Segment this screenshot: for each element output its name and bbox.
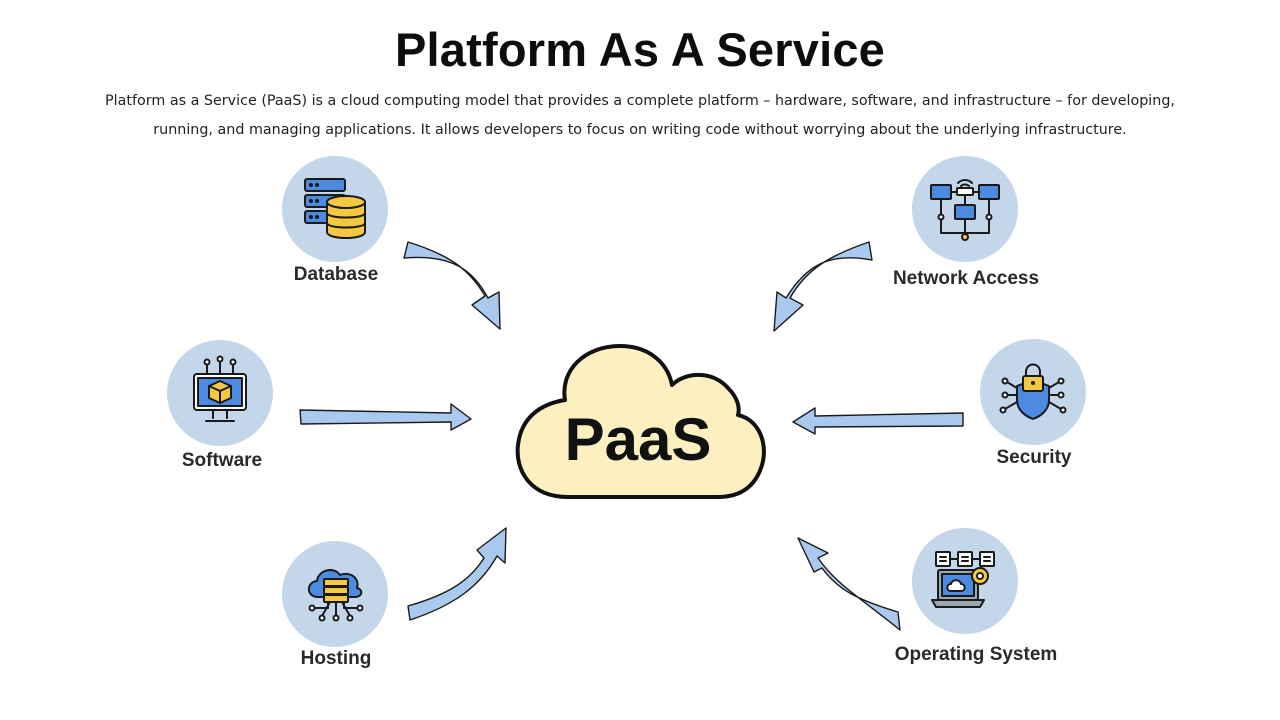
os-arrow (797, 537, 901, 631)
security-node: Security (980, 339, 1086, 468)
hosting-label: Hosting (301, 648, 372, 669)
database-arrow (403, 241, 501, 330)
security-label: Security (997, 447, 1072, 468)
network-label: Network Access (893, 268, 1039, 289)
page-description: Platform as a Service (PaaS) is a cloud … (80, 87, 1200, 145)
network-node: Network Access (893, 156, 1039, 289)
cloud-shape (515, 344, 766, 499)
hosting-arrow (407, 527, 507, 621)
database-server-icon (304, 178, 366, 239)
paas-cloud-label: PaaS (565, 406, 712, 473)
cloud-server-icon (307, 569, 364, 622)
paas-cloud: PaaS (515, 344, 766, 499)
security-arrow (792, 407, 964, 435)
os-node: Operating System (895, 528, 1058, 665)
software-label: Software (182, 450, 262, 471)
database-label: Database (294, 264, 379, 285)
description-line-1: Platform as a Service (PaaS) is a cloud … (105, 93, 1175, 109)
shield-lock-icon (999, 363, 1067, 420)
description-line-2: running, and managing applications. It a… (153, 122, 1127, 138)
database-node: Database (282, 156, 388, 285)
monitor-cube-icon (193, 355, 247, 422)
laptop-gear-icon (931, 551, 995, 608)
network-arrow (773, 241, 873, 332)
hosting-node: Hosting (282, 541, 388, 669)
network-computers-icon (930, 179, 1000, 241)
software-node: Software (167, 340, 273, 471)
software-arrow (299, 403, 472, 431)
page-title: Platform As A Service (394, 23, 886, 76)
os-label: Operating System (895, 644, 1058, 665)
